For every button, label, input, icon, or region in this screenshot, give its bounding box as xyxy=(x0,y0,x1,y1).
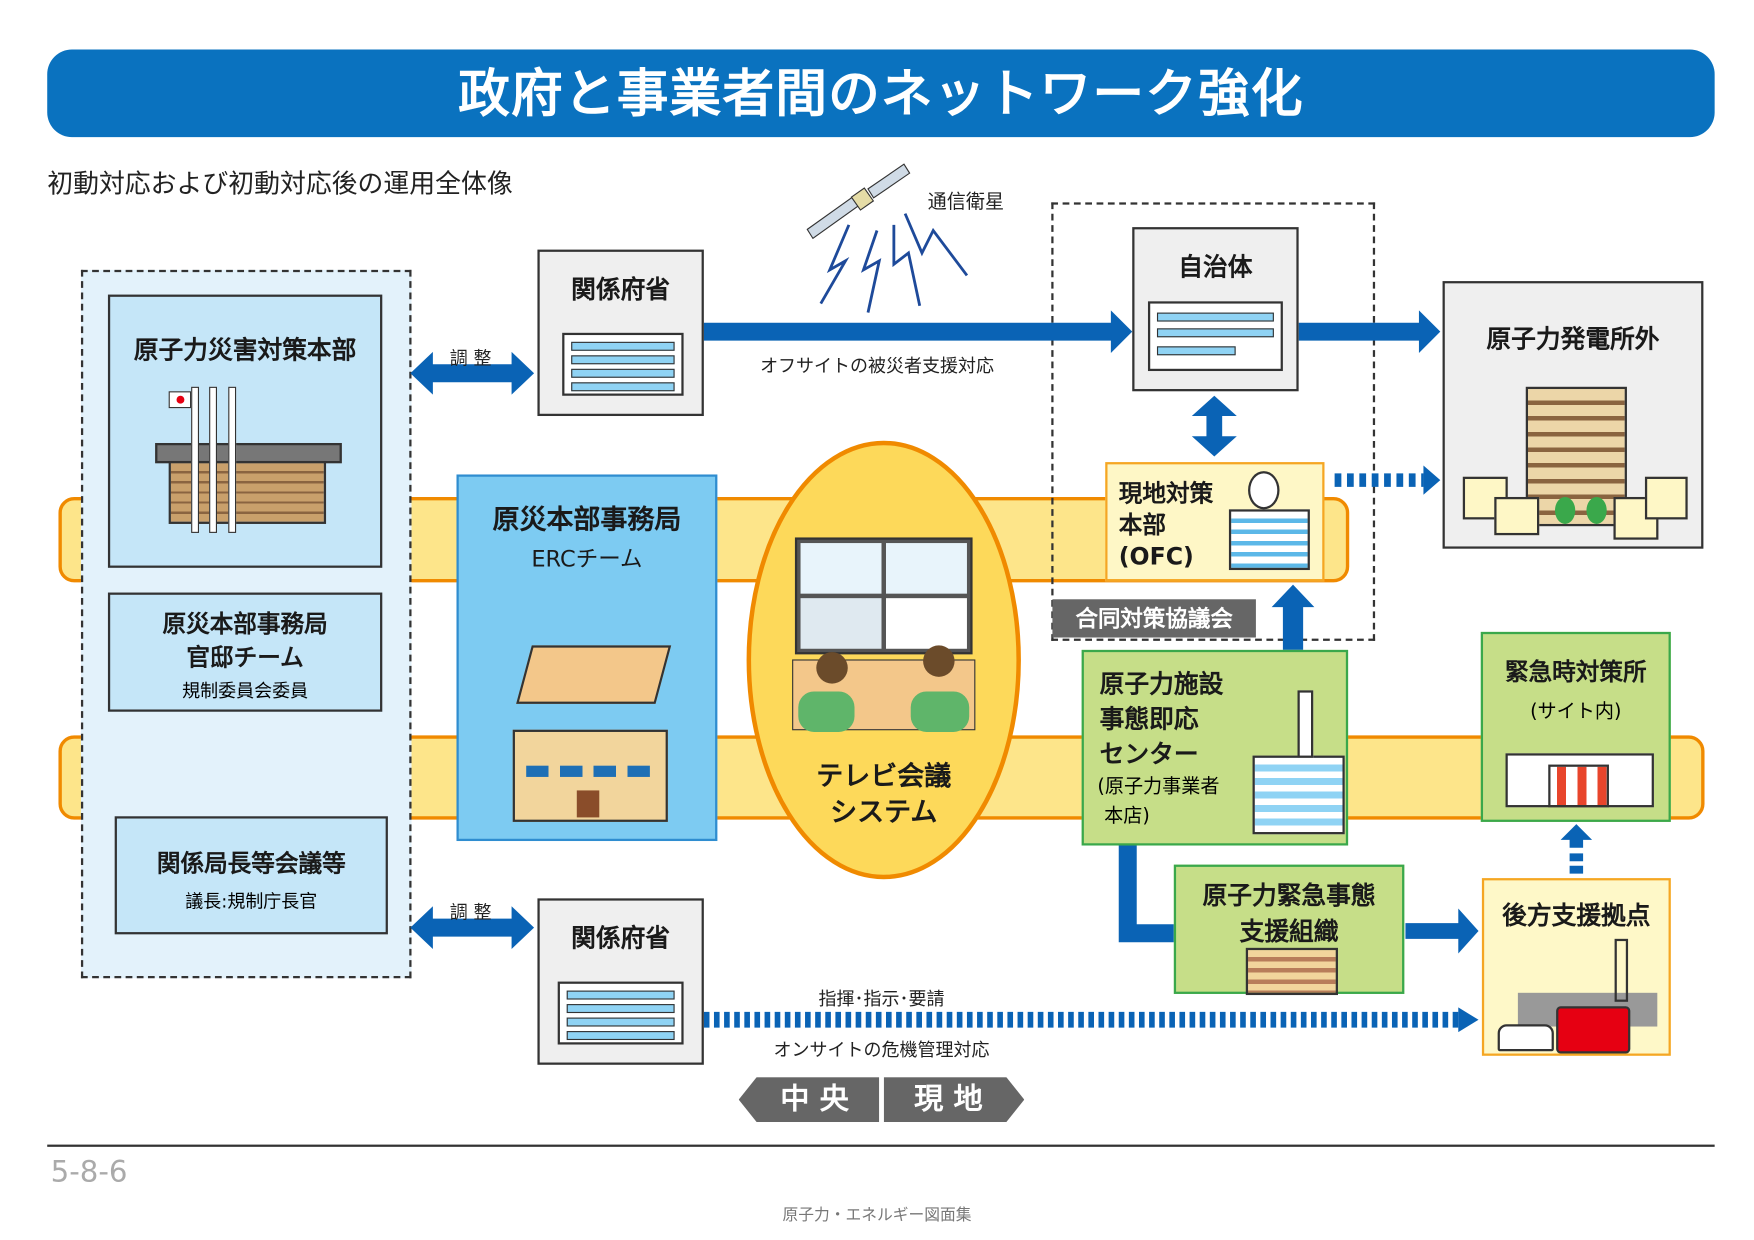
video-monitor-icon xyxy=(792,537,976,732)
rear-base-box: 後方支援拠点 xyxy=(1481,878,1671,1056)
ofc-building-icon xyxy=(1228,509,1310,571)
local-dashed-region xyxy=(1051,202,1376,641)
fire-truck-icon xyxy=(1556,1006,1631,1054)
center-to-support-arrow xyxy=(1118,845,1174,943)
response-center-box: 原子力施設 事態即応 センター (原子力事業者 本店) xyxy=(1081,649,1349,846)
offsite-area-label: 原子力発電所外 xyxy=(1486,326,1660,355)
response-center-line2: 事態即応 xyxy=(1099,706,1199,735)
kantei-note: 規制委員会委員 xyxy=(182,680,309,702)
ofc-line2: 本部 xyxy=(1118,511,1166,539)
rear-base-label: 後方支援拠点 xyxy=(1502,902,1651,931)
page-number: 5-8-6 xyxy=(50,1155,128,1190)
offsite-area-box: 原子力発電所外 xyxy=(1442,281,1704,549)
coordination-label-bottom: 調 整 xyxy=(449,901,492,924)
response-center-line1: 原子力施設 xyxy=(1099,671,1224,700)
municipality-box: 自治体 xyxy=(1132,227,1299,392)
support-org-box: 原子力緊急事態 支援組織 xyxy=(1173,864,1405,996)
rear-to-emergency-arrow xyxy=(1560,824,1593,848)
coordination-label-top: 調 整 xyxy=(449,347,492,369)
center-to-ofc-arrow xyxy=(1271,584,1315,650)
kantei-line1: 原災本部事務局 xyxy=(162,610,328,638)
satellite-label: 通信衛星 xyxy=(927,191,1005,214)
erc-subtitle: ERCチーム xyxy=(531,545,643,573)
erc-building-icon xyxy=(512,729,668,822)
hq-box: 原子力災害対策本部 xyxy=(107,294,383,568)
municipality-label: 自治体 xyxy=(1178,254,1253,283)
support-building-icon xyxy=(1245,947,1338,996)
police-car-icon xyxy=(1497,1024,1554,1052)
footer-text: 原子力・エネルギー図面集 xyxy=(782,1206,972,1225)
office-building-icon xyxy=(557,981,684,1045)
kantei-team-box: 原災本部事務局 官邸チーム 規制委員会委員 xyxy=(107,592,383,712)
offsite-area-arrow xyxy=(1298,310,1441,354)
response-center-line3: センター xyxy=(1099,740,1199,770)
ministries-top-label: 関係府省 xyxy=(571,276,671,305)
response-center-line4: (原子力事業者 xyxy=(1097,775,1220,799)
tv-conference-line1: テレビ会議 xyxy=(816,760,952,792)
bureau-meeting-box: 関係局長等会議等 議長:規制庁長官 xyxy=(114,816,388,935)
meeting-table-icon xyxy=(516,645,672,704)
municipal-building-icon xyxy=(1147,301,1283,372)
support-org-line2: 支援組織 xyxy=(1239,918,1339,947)
hq-label: 原子力災害対策本部 xyxy=(133,337,357,366)
central-badge: 中 央 xyxy=(738,1077,880,1123)
ofc-line3: (OFC) xyxy=(1118,543,1194,571)
response-center-line5: 本店) xyxy=(1104,805,1150,828)
ministries-bottom-label: 関係府省 xyxy=(571,925,671,954)
support-to-rear-arrow xyxy=(1405,908,1479,954)
erc-title: 原災本部事務局 xyxy=(492,503,682,536)
power-plant-icon xyxy=(1505,753,1654,808)
bureau-title: 関係局長等会議等 xyxy=(156,850,346,878)
municipality-ofc-arrow xyxy=(1191,395,1237,457)
emergency-office-note: (サイト内) xyxy=(1530,700,1622,723)
apartment-building-icon xyxy=(1525,386,1627,527)
erc-box: 原災本部事務局 ERCチーム xyxy=(456,474,718,842)
support-org-line1: 原子力緊急事態 xyxy=(1202,882,1376,911)
transmission-tower-icon xyxy=(1614,938,1629,1002)
tree-icon xyxy=(1554,496,1576,524)
bureau-note: 議長:規制庁長官 xyxy=(185,890,318,912)
satellite-icon xyxy=(806,163,969,313)
ministries-bottom-box: 関係府省 xyxy=(537,898,704,1065)
coordination-arrow-bottom xyxy=(410,906,535,949)
office-building-icon xyxy=(562,332,684,396)
emergency-office-title: 緊急時対策所 xyxy=(1504,658,1647,686)
ofc-line1: 現地対策 xyxy=(1118,480,1214,508)
company-hq-building-icon xyxy=(1252,755,1345,835)
kantei-line2: 官邸チーム xyxy=(186,644,304,672)
subtitle: 初動対応および初動対応後の運用全体像 xyxy=(47,169,513,200)
offsite-label: オフサイトの被災者支援対応 xyxy=(760,355,994,377)
ministries-top-box: 関係府省 xyxy=(537,249,704,417)
flag-icon xyxy=(168,391,192,409)
page-title: 政府と事業者間のネットワーク強化 xyxy=(47,49,1715,138)
emergency-office-box: 緊急時対策所 (サイト内) xyxy=(1480,631,1671,822)
offsite-arrow xyxy=(702,310,1133,354)
onsite-label: オンサイトの危機管理対応 xyxy=(773,1038,990,1061)
footer-divider xyxy=(47,1144,1715,1147)
satellite-dish-icon xyxy=(1248,471,1280,510)
antenna-tower-icon xyxy=(1297,690,1314,758)
command-label: 指揮･指示･要請 xyxy=(818,988,945,1010)
joint-council-label: 合同対策協議会 xyxy=(1052,599,1256,638)
ofc-box: 現地対策 本部 (OFC) xyxy=(1105,462,1325,582)
local-badge: 現 地 xyxy=(884,1077,1025,1122)
tv-conference-line2: システム xyxy=(830,796,938,828)
coordination-arrow-top xyxy=(410,351,535,395)
